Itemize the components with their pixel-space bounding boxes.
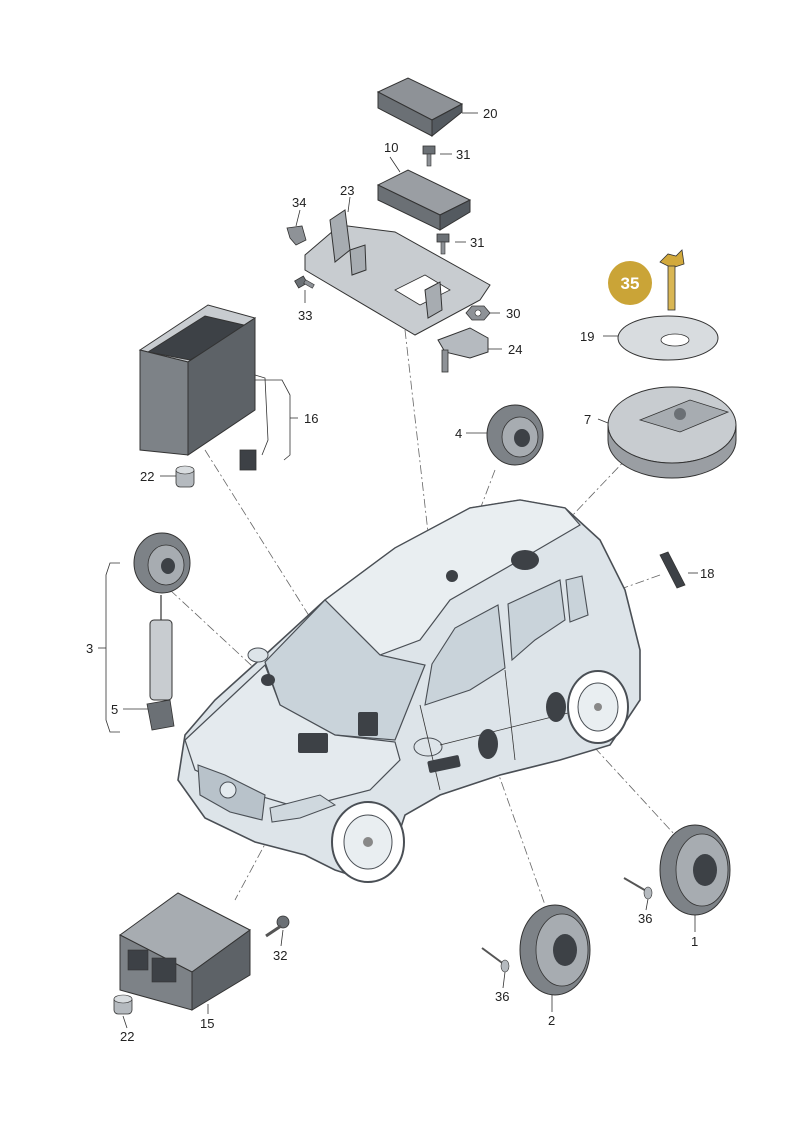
callout-30[interactable]: 30 [506,306,520,321]
part-15-control-unit[interactable] [119,892,251,1011]
callout-31-upper[interactable]: 31 [456,147,470,162]
callout-33[interactable]: 33 [298,308,312,323]
car-side-window-rear [507,579,566,662]
callout-5[interactable]: 5 [111,702,118,717]
part-35-wing-bolt[interactable] [659,249,685,311]
callout-35[interactable]: 35 [621,274,640,293]
car-marker-amplifier [358,712,378,736]
part-5-connector[interactable] [146,699,175,731]
part-7-subwoofer[interactable] [607,386,737,479]
car-marker-floor-module [427,755,461,773]
callout-23[interactable]: 23 [340,183,354,198]
part-2-speaker[interactable] [519,904,591,996]
car-marker-roof-speaker [511,550,539,570]
car-quarter-window [565,575,589,623]
part-22-cap-lower[interactable] [113,994,133,1015]
clip-34[interactable] [286,225,307,246]
part-1-speaker[interactable] [659,824,731,916]
car-marker-pillar [446,570,458,582]
bracket-3 [98,562,120,733]
part-10-module[interactable] [376,169,472,231]
part-24-bracket[interactable] [437,327,489,373]
car-side-window-front [424,604,506,706]
screw-33[interactable] [294,275,315,289]
car-mirror-left [247,647,269,663]
rivet-36-upper[interactable] [623,877,653,900]
car-marker-front-door-speaker [478,729,498,759]
callout-3[interactable]: 3 [86,641,93,656]
callout-labels: 20 10 31 23 34 31 33 30 24 16 22 4 19 7 … [86,106,714,1044]
car-marker-control-unit [298,733,328,753]
callout-31-lower[interactable]: 31 [470,235,484,250]
callout-1[interactable]: 1 [691,934,698,949]
callout-35-highlight[interactable]: 35 [608,261,652,305]
highlight-badge [608,261,652,305]
callout-22-lower[interactable]: 22 [120,1029,134,1044]
callout-7[interactable]: 7 [584,412,591,427]
callout-24[interactable]: 24 [508,342,522,357]
car-marker-rear-door-speaker [546,692,566,722]
part-23-bracket[interactable] [304,209,491,336]
callout-18[interactable]: 18 [700,566,714,581]
screw-32[interactable] [265,915,290,938]
bracket-16 [255,379,298,461]
callout-16[interactable]: 16 [304,411,318,426]
part-4-speaker[interactable] [486,404,544,466]
part-22-cap-upper[interactable] [175,465,195,488]
part-18-trim[interactable] [659,551,686,589]
car-rear-wheel [567,670,629,744]
nut-30[interactable] [465,305,491,321]
part-3-assembly[interactable] [133,532,191,701]
callout-20[interactable]: 20 [483,106,497,121]
leader-lines [122,112,698,1029]
callout-15[interactable]: 15 [200,1016,214,1031]
screw-31-upper[interactable] [422,145,436,167]
callout-2[interactable]: 2 [548,1013,555,1028]
callout-36-lower[interactable]: 36 [495,989,509,1004]
car-badge [219,781,237,799]
rivet-36-lower[interactable] [481,947,510,973]
callout-34[interactable]: 34 [292,195,306,210]
car-marker-dash-tweeter [261,674,275,686]
callout-36-upper[interactable]: 36 [638,911,652,926]
callout-10[interactable]: 10 [384,140,398,155]
callout-4[interactable]: 4 [455,426,462,441]
car-headlight [269,794,337,823]
part-19-plate[interactable] [617,315,719,361]
screw-31-lower[interactable] [436,233,450,255]
callout-19[interactable]: 19 [580,329,594,344]
callout-22-upper[interactable]: 22 [140,469,154,484]
vehicle-illustration [177,499,641,883]
car-front-wheel [331,801,405,883]
callout-32[interactable]: 32 [273,948,287,963]
part-16-amplifier[interactable] [138,304,269,471]
part-20-cover[interactable] [376,77,464,138]
